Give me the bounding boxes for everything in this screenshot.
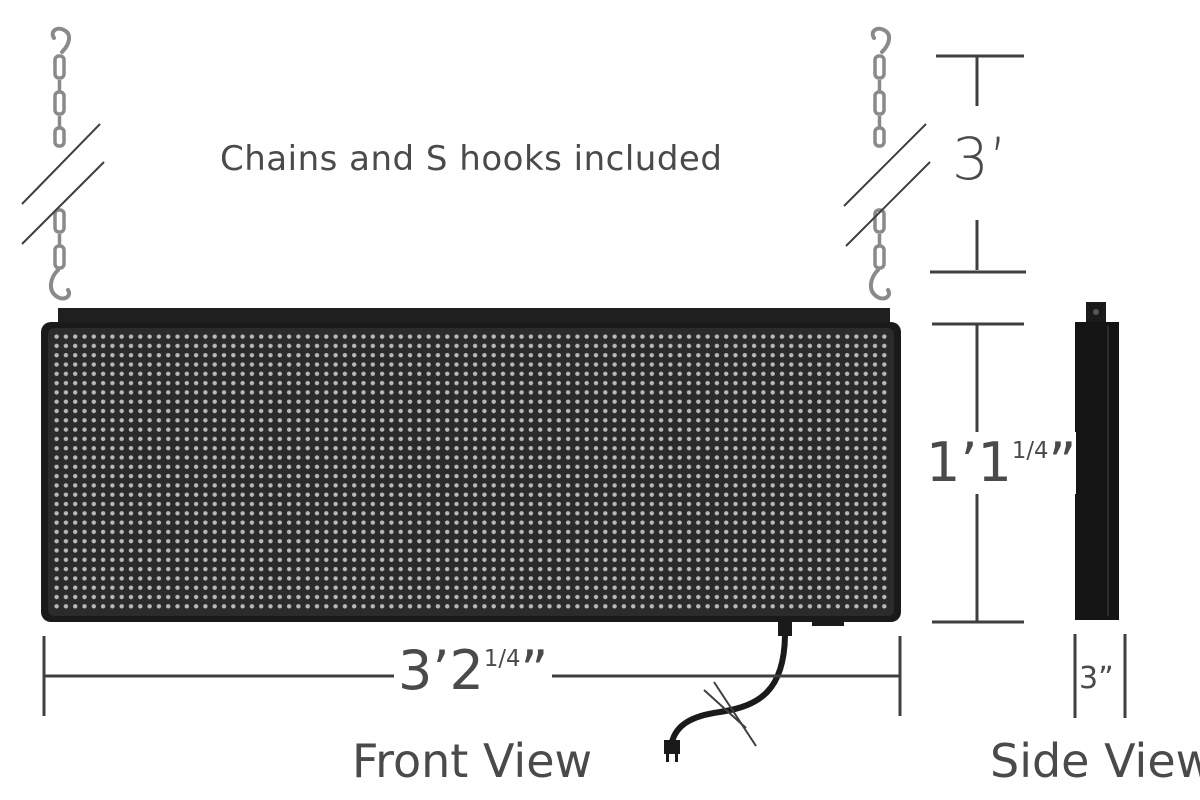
break-mark-icon <box>21 161 105 245</box>
drop-dimension-label: 3’ <box>952 125 1008 193</box>
led-sign-front <box>41 322 901 626</box>
led-sign-side <box>1075 302 1119 620</box>
break-mark-icon <box>845 161 931 247</box>
width-dimension-label: 3’21/4” <box>394 644 553 698</box>
drop-dimension-line <box>930 54 1026 274</box>
chain-icon <box>53 54 66 270</box>
s-hook-icon <box>49 268 71 301</box>
depth-dimension-label: 3” <box>1079 661 1114 696</box>
break-mark-icon <box>713 681 757 747</box>
left-chain <box>21 26 105 301</box>
control-box <box>812 618 844 626</box>
depth-dimension-line <box>1073 634 1127 718</box>
led-matrix <box>52 332 890 612</box>
height-dimension-label: 1’11/4” <box>926 431 1077 494</box>
power-plug-icon <box>664 740 680 762</box>
width-fraction: 1/4 <box>483 646 521 672</box>
s-hook-icon <box>50 26 71 54</box>
front-view-label: Front View <box>352 734 593 788</box>
chain-icon <box>873 54 886 270</box>
included-items-caption: Chains and S hooks included <box>220 139 723 179</box>
break-mark-icon <box>843 123 927 207</box>
height-fraction: 1/4 <box>1011 438 1049 464</box>
right-chain <box>843 26 931 301</box>
break-mark-icon <box>21 123 101 205</box>
s-hook-icon <box>870 26 891 54</box>
s-hook-icon <box>869 268 891 301</box>
side-view-label: Side View <box>990 734 1200 788</box>
power-cord <box>664 620 792 762</box>
